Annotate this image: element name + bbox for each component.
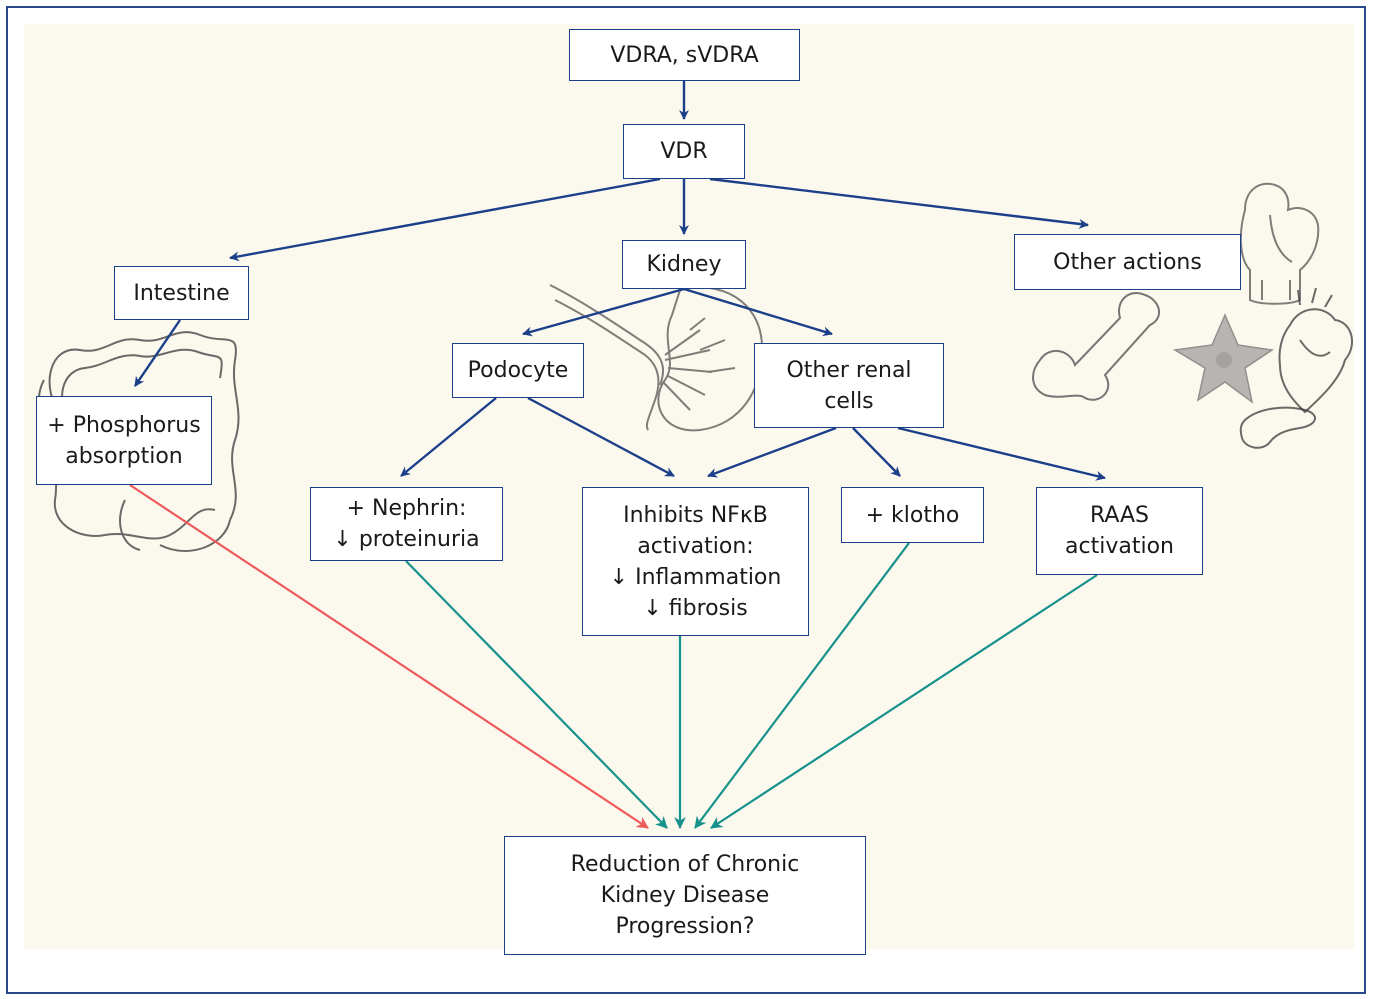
ckd-line-1: Reduction of Chronic — [571, 849, 800, 880]
nephrin-line-1: + Nephrin: — [347, 493, 467, 524]
other-renal-line-2: cells — [824, 386, 873, 417]
ckd-line-2: Kidney Disease — [601, 880, 770, 911]
node-podocyte: Podocyte — [452, 343, 584, 398]
nfkb-line-2: activation: — [637, 531, 753, 562]
arrow-vdr-intestine — [230, 179, 660, 258]
arrow-intestine-phosphorus — [135, 320, 180, 386]
raas-line-2: activation — [1065, 531, 1174, 562]
blue-arrows — [135, 80, 1105, 478]
phosphorus-line-1: + Phosphorus — [47, 410, 200, 441]
bone-illustration — [1033, 293, 1159, 400]
arrow-podocyte-nephrin — [401, 398, 496, 476]
raas-line-1: RAAS — [1090, 500, 1149, 531]
kidney-line-1: Kidney — [646, 249, 721, 280]
phosphorus-line-2: absorption — [65, 441, 183, 472]
other-actions-line-1: Other actions — [1053, 247, 1202, 278]
node-vdra: VDRA, sVDRA — [569, 29, 800, 81]
arrow-other-renal-raas — [898, 428, 1105, 478]
ckd-line-3: Progression? — [615, 911, 754, 942]
arrow-other-renal-klotho — [853, 428, 900, 476]
arrow-kidney-other-renal — [684, 289, 832, 334]
node-kidney: Kidney — [622, 240, 746, 289]
heart-illustration — [1279, 288, 1352, 412]
node-klotho: + klotho — [841, 487, 984, 543]
pancreas-illustration — [1241, 408, 1315, 448]
vdr-line-1: VDR — [660, 136, 707, 167]
podocyte-line-1: Podocyte — [468, 355, 569, 386]
node-other-actions: Other actions — [1014, 234, 1241, 290]
nephrin-line-2: ↓ proteinuria — [333, 524, 479, 555]
klotho-line-1: + klotho — [866, 500, 960, 531]
node-intestine: Intestine — [114, 266, 249, 320]
intestine-line-1: Intestine — [133, 278, 229, 309]
nfkb-line-4: ↓ fibrosis — [643, 593, 747, 624]
nfkb-line-1: Inhibits NFκB — [623, 500, 768, 531]
other-renal-line-1: Other renal — [786, 355, 911, 386]
nfkb-line-3: ↓ Inflammation — [610, 562, 782, 593]
arrow-vdr-other-actions — [710, 179, 1088, 225]
thyroid-illustration — [1241, 184, 1318, 304]
vdra-line-1: VDRA, sVDRA — [610, 40, 758, 71]
cell-illustration — [1175, 315, 1272, 402]
arrow-other-renal-nfkb — [708, 428, 836, 476]
node-nephrin: + Nephrin:↓ proteinuria — [310, 487, 503, 561]
node-vdr: VDR — [623, 124, 745, 179]
